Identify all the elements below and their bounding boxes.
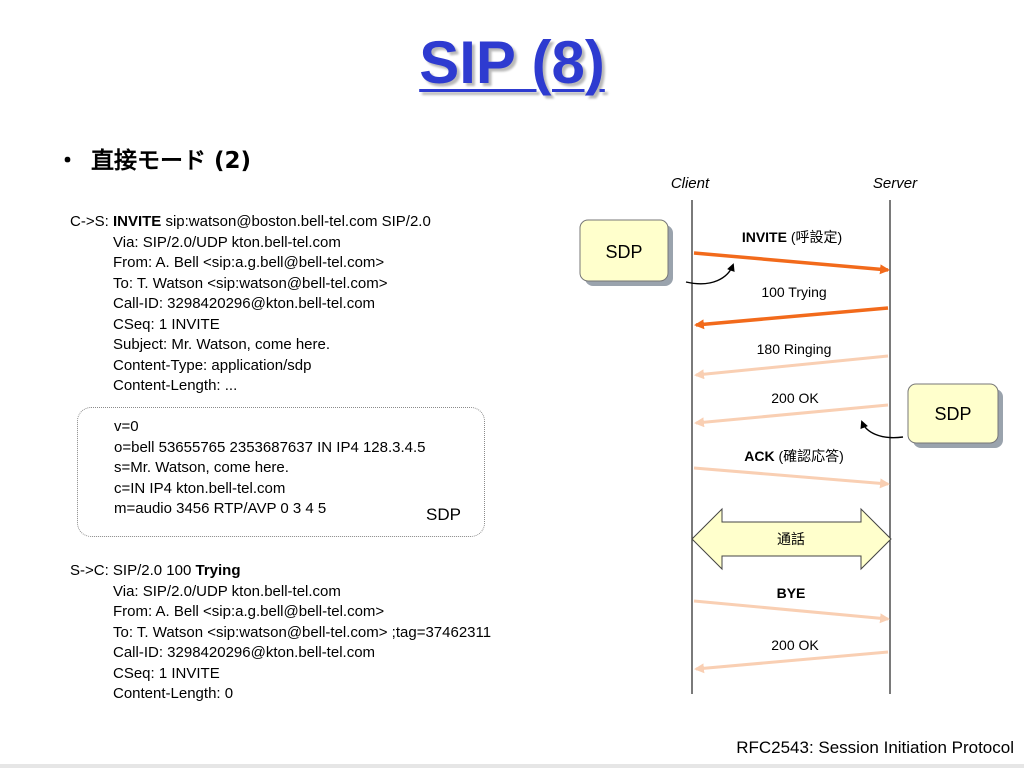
invite-header-content-length: Content-Length: ...	[113, 377, 238, 394]
invite-header-callid: Call-ID: 3298420296@kton.bell-tel.com	[113, 295, 376, 312]
sdp-line-c: c=IN IP4 kton.bell-tel.com	[114, 479, 286, 497]
trying-header-via: Via: SIP/2.0/UDP kton.bell-tel.com	[113, 582, 341, 600]
invite-message: C->S: INVITE sip:watson@boston.bell-tel.…	[70, 212, 431, 397]
invite-arrow	[693, 251, 890, 275]
msg-label-bye: BYE	[777, 585, 806, 601]
invite-header-to: To: T. Watson <sip:watson@bell-tel.com>	[113, 274, 388, 292]
sdp-line-o: o=bell 53655765 2353687637 IN IP4 128.3.…	[114, 438, 426, 456]
ack-arrow	[693, 466, 890, 489]
footer-caption: RFC2543: Session Initiation Protocol	[736, 738, 1014, 757]
talk-label: 通話	[777, 531, 805, 547]
sdp-box-right-label: SDP	[934, 404, 971, 424]
sdp-box-left	[579, 219, 669, 282]
invite-header-from: From: A. Bell <sip:a.g.bell@bell-tel.com…	[113, 254, 385, 271]
ok-arrow-1	[694, 403, 889, 428]
trying-header-from: From: A. Bell <sip:a.g.bell@bell-tel.com…	[113, 603, 385, 620]
bottom-divider	[0, 764, 1024, 768]
ringing-arrow	[694, 354, 889, 380]
invite-prefix: C->S:	[70, 213, 113, 230]
sdp-line-s: s=Mr. Watson, come here.	[114, 459, 289, 476]
msg-label-invite: INVITE (呼設定)	[742, 229, 842, 245]
invite-request-line: C->S: INVITE sip:watson@boston.bell-tel.…	[70, 212, 431, 233]
trying-prefix: S->C: SIP/2.0 100	[70, 562, 196, 579]
trying-header-to: To: T. Watson <sip:watson@bell-tel.com> …	[113, 623, 492, 641]
invite-header-cseq: CSeq: 1 INVITE	[113, 315, 220, 333]
sdp-line-v: v=0	[114, 418, 139, 435]
client-label: Client	[671, 175, 710, 192]
invite-method: INVITE	[112, 213, 162, 230]
msg-label-ringing: 180 Ringing	[757, 341, 832, 357]
trying-reason: Trying	[195, 562, 241, 579]
sdp-box-left-label: SDP	[605, 242, 642, 262]
msg-label-ack: ACK (確認応答)	[744, 448, 844, 464]
bullet-heading: ・直接モード (2)	[56, 141, 251, 175]
msg-label-ok-1: 200 OK	[771, 390, 819, 406]
bye-arrow	[693, 599, 890, 624]
sdp-pointer-right	[860, 420, 904, 439]
trying-header-callid: Call-ID: 3298420296@kton.bell-tel.com	[113, 644, 376, 661]
bullet-dot: ・	[56, 148, 79, 174]
invite-header-subject: Subject: Mr. Watson, come here.	[113, 336, 331, 353]
invite-header-via: Via: SIP/2.0/UDP kton.bell-tel.com	[113, 233, 341, 251]
trying-header-content-length: Content-Length: 0	[113, 685, 234, 702]
msg-label-trying: 100 Trying	[761, 284, 826, 300]
sdp-body-box	[77, 407, 485, 537]
slide-title: SIP (8)	[419, 29, 605, 96]
ok-arrow-2	[694, 650, 889, 674]
server-label: Server	[873, 175, 918, 192]
trying-arrow	[694, 306, 889, 330]
invite-uri: sip:watson@boston.bell-tel.com SIP/2.0	[161, 213, 431, 230]
trying-status-line: S->C: SIP/2.0 100 Trying	[70, 561, 491, 582]
trying-message: S->C: SIP/2.0 100 Trying Via: SIP/2.0/UD…	[70, 561, 491, 705]
invite-header-content-type: Content-Type: application/sdp	[113, 356, 312, 374]
sdp-line-m: m=audio 3456 RTP/AVP 0 3 4 5	[114, 500, 327, 517]
sdp-box-right	[907, 383, 999, 444]
sdp-body-label: SDP	[426, 505, 461, 524]
sdp-body: v=0 o=bell 53655765 2353687637 IN IP4 12…	[114, 417, 426, 520]
sdp-pointer-left	[685, 263, 735, 285]
trying-header-cseq: CSeq: 1 INVITE	[113, 664, 220, 682]
talk-double-arrow	[691, 507, 892, 571]
msg-label-ok-2: 200 OK	[771, 637, 819, 653]
bullet-text: 直接モード (2)	[91, 148, 252, 174]
